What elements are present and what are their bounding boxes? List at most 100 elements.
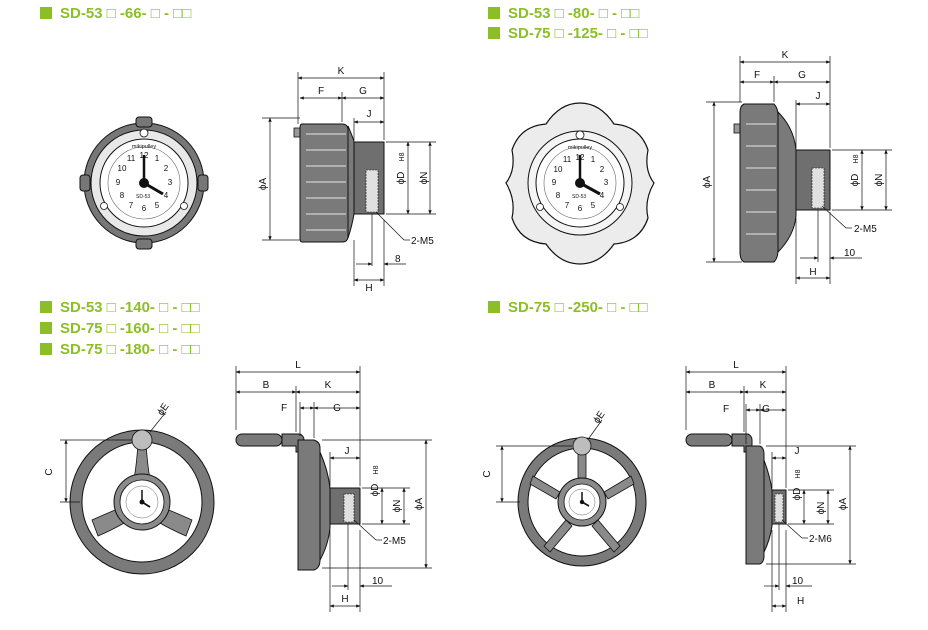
- dim-B: B: [263, 380, 270, 391]
- br-front-view: C ϕE: [482, 409, 647, 567]
- dim-10: 10: [792, 576, 804, 587]
- dial-number: 4: [164, 191, 169, 200]
- dim-phiN: ϕN: [419, 172, 430, 185]
- dim-phiE: ϕE: [155, 401, 171, 418]
- dim-K: K: [338, 66, 345, 77]
- dim-C: C: [482, 470, 493, 477]
- dim-F: F: [281, 403, 287, 414]
- dim-phiD: ϕD: [850, 174, 861, 187]
- dim-H: H: [797, 596, 804, 607]
- dial-number: 3: [168, 178, 173, 187]
- dim-2M5: 2-M5: [854, 224, 877, 235]
- dial-brand: mikipulley: [132, 144, 156, 150]
- header-text: SD-53 □ -80- □ - □□: [508, 5, 640, 22]
- bullet-square-icon: [40, 343, 52, 355]
- dial-number: 2: [164, 164, 169, 173]
- header-text: SD-75 □ -250- □ - □□: [508, 299, 648, 316]
- dial-brand: mikipulley: [568, 145, 592, 151]
- dial-number: 4: [600, 191, 605, 200]
- header-text: SD-75 □ -125- □ - □□: [508, 25, 648, 42]
- dial-model: SD-53: [136, 194, 150, 200]
- tl-side-view: K F G J ϕA ϕD H8 ϕN 2-M5 8 H: [258, 66, 436, 294]
- dim-phiD: ϕD: [396, 172, 407, 185]
- dial-number: 11: [563, 155, 572, 164]
- dial-number: 7: [129, 201, 134, 210]
- bl-side-view: L B K F G J ϕD H8 ϕN ϕA 2-M5 10 H: [235, 360, 432, 612]
- header-tl-1: SD-53 □ -66- □ - □□: [40, 5, 191, 22]
- dim-10: 10: [844, 248, 856, 259]
- dial-number: 10: [554, 165, 563, 174]
- dim-G: G: [762, 404, 770, 415]
- dim-C: C: [44, 468, 55, 475]
- bullet-square-icon: [488, 27, 500, 39]
- dial-number: 5: [591, 201, 596, 210]
- dial-number: 10: [118, 164, 127, 173]
- dim-phiA: ϕA: [414, 498, 425, 511]
- dial-number: 9: [116, 178, 121, 187]
- dial-number: 8: [120, 191, 125, 200]
- dial-model: SD-53: [572, 194, 586, 200]
- bullet-square-icon: [40, 322, 52, 334]
- dim-F: F: [723, 404, 729, 415]
- header-bl-1: SD-53 □ -140- □ - □□: [40, 299, 200, 316]
- dim-phiA: ϕA: [702, 176, 713, 189]
- dim-F: F: [318, 86, 324, 97]
- bullet-square-icon: [488, 7, 500, 19]
- header-text: SD-53 □ -66- □ - □□: [60, 5, 192, 22]
- dial-number: 5: [155, 201, 160, 210]
- tr-side-view: K F G J ϕA ϕD H8 ϕN 2-M5 10 H: [702, 50, 892, 284]
- dial-number: 3: [604, 178, 609, 187]
- dim-G: G: [798, 70, 806, 81]
- dim-H8: H8: [399, 152, 406, 161]
- dim-phiN: ϕN: [874, 174, 885, 187]
- bl-front-view: C ϕE: [44, 401, 215, 575]
- dial-number: 1: [591, 155, 596, 164]
- dial-number: 6: [578, 204, 583, 213]
- dim-10: 10: [372, 576, 384, 587]
- dial-number: 2: [600, 165, 605, 174]
- dim-8: 8: [395, 254, 401, 265]
- dim-H: H: [809, 267, 816, 278]
- dim-J: J: [367, 109, 372, 120]
- dim-phiD: ϕD: [792, 488, 803, 501]
- dim-H: H: [365, 283, 372, 294]
- dial-number: 11: [127, 154, 136, 163]
- dial-number: 8: [556, 191, 561, 200]
- dim-2M6: 2-M6: [809, 534, 832, 545]
- header-tr-2: SD-75 □ -125- □ - □□: [488, 25, 648, 42]
- dim-F: F: [754, 70, 760, 81]
- dim-phiN: ϕN: [816, 502, 827, 515]
- dim-B: B: [709, 380, 716, 391]
- br-side-view: L B K F G J ϕD H8 ϕN ϕA 2-M6 10 H: [685, 360, 856, 612]
- tl-front-view: mikipulley 12 1 2 3 4 5 6 7 8 9 10 11 SD…: [79, 116, 209, 250]
- header-bl-3: SD-75 □ -180- □ - □□: [40, 341, 200, 358]
- tr-front-view: mikipulley 12 1 2 3 4 5 6 7 8 9 10 11 SD…: [505, 102, 655, 265]
- dim-H8: H8: [853, 154, 860, 163]
- dim-L: L: [733, 360, 739, 371]
- dim-phiA: ϕA: [258, 178, 269, 191]
- dim-G: G: [359, 86, 367, 97]
- dim-phiD: ϕD: [370, 484, 381, 497]
- dial-number: 1: [155, 154, 160, 163]
- dim-2M5: 2-M5: [411, 236, 434, 247]
- header-bl-2: SD-75 □ -160- □ - □□: [40, 320, 200, 337]
- header-text: SD-53 □ -140- □ - □□: [60, 299, 200, 316]
- dim-H: H: [341, 594, 348, 605]
- dim-K: K: [325, 380, 332, 391]
- bullet-square-icon: [488, 301, 500, 313]
- dim-L: L: [295, 360, 301, 371]
- dim-phiN: ϕN: [392, 500, 403, 513]
- dim-J: J: [795, 446, 800, 457]
- dial-number: 9: [552, 178, 557, 187]
- header-text: SD-75 □ -160- □ - □□: [60, 320, 200, 337]
- dial-number: 6: [142, 204, 147, 213]
- dim-K: K: [760, 380, 767, 391]
- dim-2M5: 2-M5: [383, 536, 406, 547]
- dim-phiA: ϕA: [838, 498, 849, 511]
- dial-number: 7: [565, 201, 570, 210]
- dim-J: J: [345, 446, 350, 457]
- dim-J: J: [816, 91, 821, 102]
- dim-H8: H8: [373, 465, 380, 474]
- header-br-1: SD-75 □ -250- □ - □□: [488, 299, 648, 316]
